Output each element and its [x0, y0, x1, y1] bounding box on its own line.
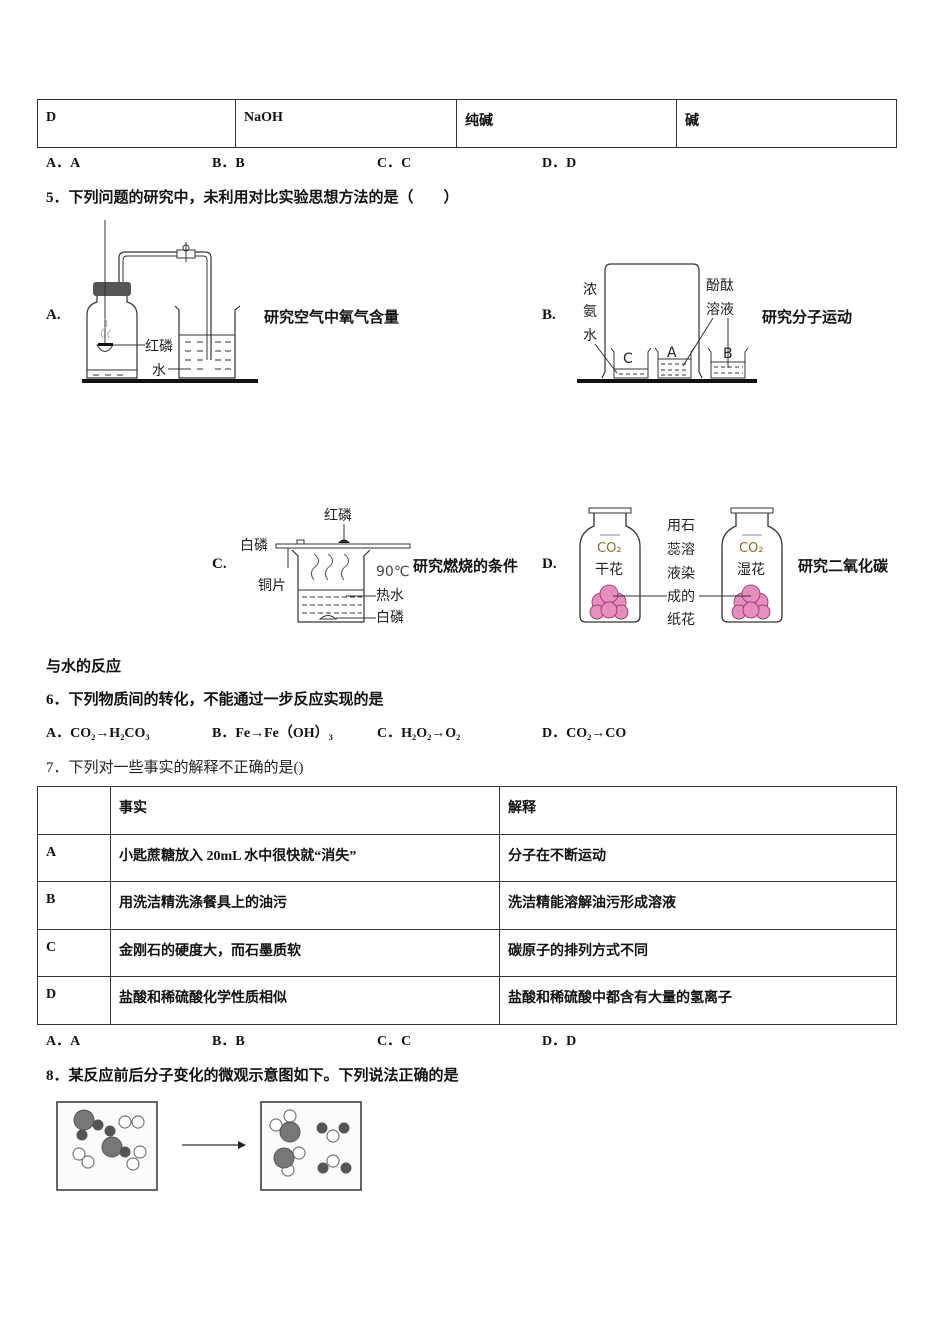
q8-molecule-diagram [56, 1101, 362, 1191]
svg-text:红磷: 红磷 [324, 508, 352, 524]
q4-option-d[interactable]: D．D [542, 156, 577, 171]
svg-text:CO₂: CO₂ [739, 541, 764, 556]
svg-text:热水: 热水 [376, 588, 404, 604]
after-reaction-box [260, 1101, 362, 1191]
q7-row-a-letter: A [37, 834, 111, 882]
svg-text:成的: 成的 [667, 589, 695, 605]
svg-text:CO₂: CO₂ [597, 541, 622, 556]
q7-row-b-explanation: 洗洁精能溶解油污形成溶液 [499, 881, 897, 930]
q7-row-c-explanation: 碳原子的排列方式不同 [499, 929, 897, 977]
q7-row-a-fact: 小匙蔗糖放入 20mL 水中很快就“消失” [110, 834, 500, 882]
q7-row-d-fact: 盐酸和稀硫酸化学性质相似 [110, 976, 500, 1025]
svg-text:用石: 用石 [667, 518, 695, 534]
svg-text:C: C [623, 351, 633, 367]
q5-figure-d-label[interactable]: D. [542, 556, 557, 572]
q7-row-d-letter: D [37, 976, 111, 1025]
q7-row-c-letter: C [37, 929, 111, 977]
svg-text:蕊溶: 蕊溶 [667, 542, 695, 558]
table-row: A 小匙蔗糖放入 20mL 水中很快就“消失” 分子在不断运动 [37, 834, 897, 882]
q5-stem: 5．下列问题的研究中，未利用对比实验思想方法的是（ ） [46, 190, 459, 206]
table-row: B 用洗洁精洗涤餐具上的油污 洗洁精能溶解油污形成溶液 [37, 881, 897, 930]
q4-cell-category: 碱 [676, 99, 897, 148]
q5-figure-d-caption-continued: 与水的反应 [46, 657, 122, 675]
q8-stem: 8．某反应前后分子变化的微观示意图如下。下列说法正确的是 [46, 1068, 459, 1084]
q6-option-c[interactable]: C．H₂O₂→O₂ [377, 726, 461, 741]
table-row: C 金刚石的硬度大，而石墨质软 碳原子的排列方式不同 [37, 929, 897, 977]
q7-row-b-fact: 用洗洁精洗涤餐具上的油污 [110, 881, 500, 930]
q5-figure-b-diagram: C A B 浓 氨 水 酚酞 溶液 [577, 263, 757, 383]
svg-text:A: A [667, 345, 677, 361]
q4-cell-formula: NaOH [235, 99, 457, 148]
q7-row-a-explanation: 分子在不断运动 [499, 834, 897, 882]
svg-text:酚酞: 酚酞 [706, 278, 734, 294]
q7-row-d-explanation: 盐酸和稀硫酸中都含有大量的氢离子 [499, 976, 897, 1025]
q7-stem: 7．下列对一些事实的解释不正确的是() [46, 760, 304, 776]
q4-cell-common-name: 纯碱 [456, 99, 677, 148]
table-row: D 盐酸和稀硫酸化学性质相似 盐酸和稀硫酸中都含有大量的氢离子 [37, 976, 897, 1025]
q5-figure-b-caption: 研究分子运动 [762, 308, 853, 326]
label-red-phosphorus: 红磷 [145, 339, 173, 355]
q5-figure-d-diagram: CO₂ 干花 CO₂ 湿花 用石 蕊溶 液染 成的 纸花 [579, 507, 783, 628]
q6-stem: 6．下列物质间的转化，不能通过一步反应实现的是 [46, 692, 384, 708]
q7-row-b-letter: B [37, 881, 111, 930]
svg-text:铜片: 铜片 [258, 578, 286, 594]
svg-text:湿花: 湿花 [737, 562, 765, 578]
svg-text:白磷: 白磷 [376, 610, 404, 626]
q5-figure-c-caption: 研究燃烧的条件 [413, 557, 519, 575]
svg-text:白磷: 白磷 [240, 538, 268, 554]
q7-header-letter [37, 786, 111, 835]
q5-figure-d-caption: 研究二氧化碳 [798, 557, 889, 575]
q4-option-b[interactable]: B．B [212, 156, 245, 171]
q7-header-fact: 事实 [110, 786, 500, 835]
svg-text:浓: 浓 [583, 282, 597, 298]
q7-row-c-fact: 金刚石的硬度大，而石墨质软 [110, 929, 500, 977]
q5-figure-a-caption: 研究空气中氧气含量 [264, 308, 400, 326]
svg-text:水: 水 [583, 328, 597, 344]
svg-text:干花: 干花 [595, 562, 623, 578]
q5-figure-a-diagram: 红磷 水 [82, 220, 258, 383]
q6-option-d[interactable]: D．CO₂→CO [542, 726, 627, 741]
svg-text:溶液: 溶液 [706, 302, 734, 318]
q7-option-b[interactable]: B．B [212, 1034, 245, 1049]
svg-text:90℃: 90℃ [376, 564, 410, 580]
q4-option-c[interactable]: C．C [377, 156, 412, 171]
svg-text:纸花: 纸花 [667, 612, 695, 628]
q5-figure-c-diagram: 红磷 白磷 铜片 90℃ 热水 白磷 [240, 508, 411, 626]
q7-option-c[interactable]: C．C [377, 1034, 412, 1049]
q4-table-tail: D NaOH 纯碱 碱 [37, 99, 897, 148]
q6-option-a[interactable]: A．CO₂→H₂CO₃ [46, 726, 150, 741]
svg-text:液染: 液染 [667, 566, 695, 582]
q5-figure-b-label[interactable]: B. [542, 307, 556, 323]
q7-table-header-row: 事实 解释 [37, 786, 897, 835]
q4-cell-letter: D [37, 99, 236, 148]
svg-text:氨: 氨 [583, 304, 597, 320]
q7-header-explanation: 解释 [499, 786, 897, 835]
q7-table: 事实 解释 A 小匙蔗糖放入 20mL 水中很快就“消失” 分子在不断运动 B … [37, 786, 897, 1025]
q5-figure-c-label[interactable]: C. [212, 556, 227, 572]
q4-option-a[interactable]: A．A [46, 156, 81, 171]
label-water: 水 [152, 363, 166, 379]
q7-option-d[interactable]: D．D [542, 1034, 577, 1049]
q5-figure-a-label[interactable]: A. [46, 307, 61, 323]
q7-option-a[interactable]: A．A [46, 1034, 81, 1049]
q6-option-b[interactable]: B．Fe→Fe（OH）₃ [212, 726, 333, 741]
